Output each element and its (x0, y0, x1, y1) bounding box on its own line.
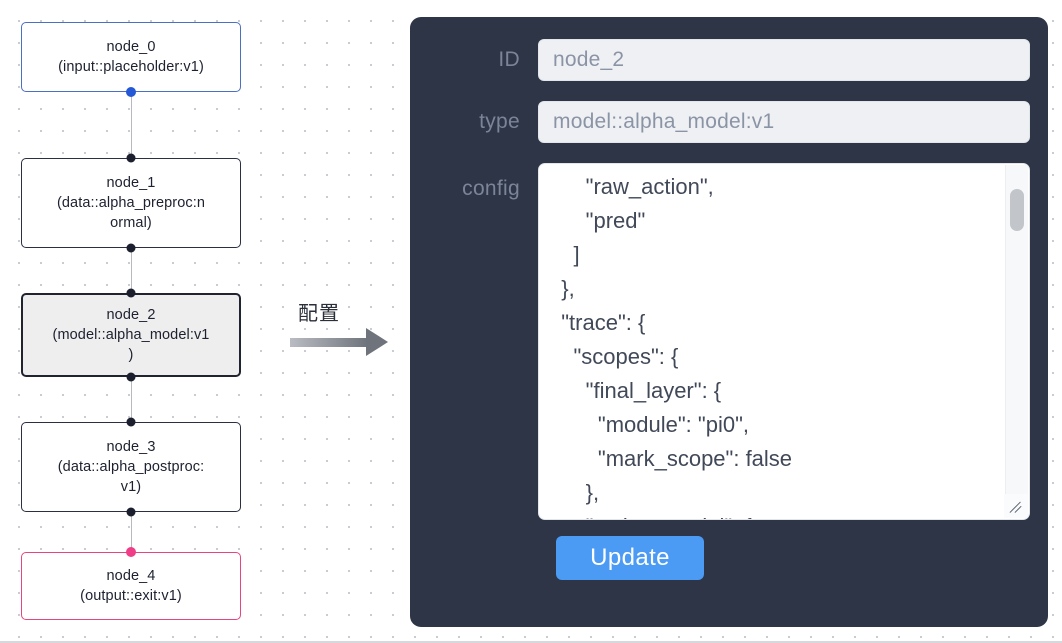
flow-node-node-1[interactable]: node_1 (data::alpha_preproc:n ormal) (21, 158, 241, 248)
config-textarea[interactable]: "raw_action", "pred" ] }, "trace": { "sc… (561, 174, 793, 519)
config-field-row: config "raw_action", "pred" ] }, "trace"… (428, 163, 1030, 520)
flow-node-label: node_4 (output::exit:v1) (80, 568, 182, 604)
id-field-label: ID (498, 48, 520, 71)
arrow-caption: 配置 (298, 301, 340, 325)
right-arrow-icon (290, 338, 368, 347)
transition-arrow-group: 配置 (288, 297, 394, 359)
flow-node-node-3[interactable]: node_3 (data::alpha_postproc: v1) (21, 422, 241, 512)
config-field-label: config (462, 177, 520, 200)
node-0-source-handle[interactable] (126, 87, 136, 97)
bottom-edge-strip (0, 641, 1062, 643)
edge-node3-node4 (130, 512, 133, 552)
config-scrollbar-thumb[interactable] (1010, 189, 1024, 231)
flow-node-label: node_0 (input::placeholder:v1) (58, 39, 204, 75)
update-button[interactable]: Update (556, 536, 704, 580)
edge-node1-node2 (130, 248, 133, 294)
flow-node-node-0[interactable]: node_0 (input::placeholder:v1) (21, 22, 241, 92)
node-1-source-handle[interactable] (126, 243, 136, 253)
flow-node-node-4[interactable]: node_4 (output::exit:v1) (21, 552, 241, 620)
flow-node-label: node_3 (data::alpha_postproc: v1) (57, 439, 205, 495)
type-field-row: type model::alpha_model:v1 (428, 101, 1030, 143)
config-textarea-wrapper[interactable]: "raw_action", "pred" ] }, "trace": { "sc… (538, 163, 1030, 520)
type-input[interactable]: model::alpha_model:v1 (538, 101, 1030, 143)
flow-node-node-2[interactable]: node_2 (model::alpha_model:v1 ) (21, 293, 241, 377)
node-3-source-handle[interactable] (126, 507, 136, 517)
node-1-target-handle[interactable] (126, 153, 136, 163)
node-config-panel: ID node_2 type model::alpha_model:v1 con… (410, 17, 1048, 627)
node-3-target-handle[interactable] (126, 417, 136, 427)
id-input[interactable]: node_2 (538, 39, 1030, 81)
config-resize-handle-icon[interactable] (1004, 494, 1028, 518)
node-2-source-handle[interactable] (126, 372, 136, 382)
flow-node-label: node_2 (model::alpha_model:v1 ) (52, 307, 210, 363)
node-4-target-handle[interactable] (126, 547, 136, 557)
id-field-row: ID node_2 (428, 39, 1030, 81)
right-arrow-head-icon (366, 328, 388, 356)
actions-spacer (428, 536, 538, 580)
edge-node0-node1 (130, 92, 133, 158)
config-scrollbar[interactable] (1005, 165, 1028, 518)
flow-node-label: node_1 (data::alpha_preproc:n ormal) (56, 175, 206, 231)
node-2-target-handle[interactable] (126, 288, 136, 298)
edge-node2-node3 (130, 377, 133, 422)
type-field-label: type (479, 110, 520, 133)
panel-actions: Update (428, 536, 1030, 580)
